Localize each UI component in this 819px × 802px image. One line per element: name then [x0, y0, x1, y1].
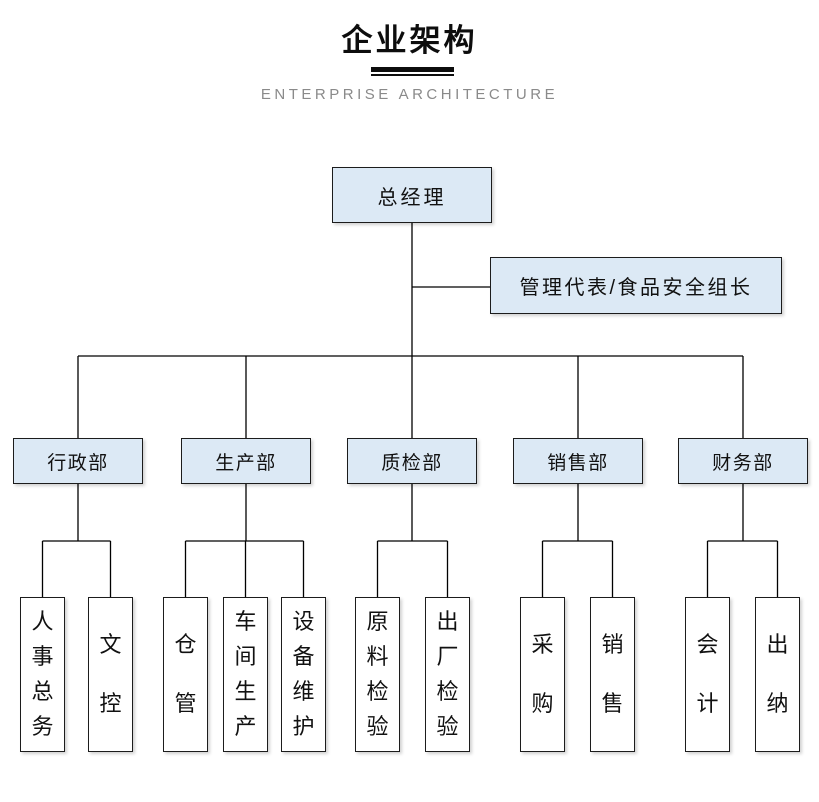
node-equipment-maintenance: 设备维护 — [281, 597, 326, 752]
node-warehouse: 仓管 — [163, 597, 208, 752]
leaf-label: 出纳 — [766, 632, 789, 716]
node-production-dept: 生产部 — [181, 438, 311, 484]
leaf-label: 会计 — [696, 632, 719, 716]
node-sales: 销售 — [590, 597, 635, 752]
node-document-control: 文控 — [88, 597, 133, 752]
node-finance-dept: 财务部 — [678, 438, 808, 484]
node-quality-inspection-dept: 质检部 — [347, 438, 477, 484]
node-workshop-production: 车间生产 — [223, 597, 268, 752]
leaf-label: 出厂检验 — [436, 609, 459, 739]
node-raw-material-inspection: 原料检验 — [355, 597, 400, 752]
leaf-label: 设备维护 — [292, 609, 315, 739]
title-underline — [371, 67, 454, 76]
leaf-label: 车间生产 — [234, 609, 257, 739]
leaf-label: 仓管 — [174, 632, 197, 716]
node-sales-dept: 销售部 — [513, 438, 643, 484]
node-cashier: 出纳 — [755, 597, 800, 752]
node-outgoing-inspection: 出厂检验 — [425, 597, 470, 752]
leaf-label: 原料检验 — [366, 609, 389, 739]
underline-thick-bar — [371, 67, 454, 72]
node-procurement: 采购 — [520, 597, 565, 752]
node-management-representative: 管理代表/食品安全组长 — [490, 257, 782, 314]
leaf-label: 销售 — [601, 632, 624, 716]
page-subtitle: ENTERPRISE ARCHITECTURE — [260, 86, 559, 103]
node-admin-dept: 行政部 — [13, 438, 143, 484]
leaf-label: 人事总务 — [31, 609, 54, 739]
leaf-label: 采购 — [531, 632, 554, 716]
page-title: 企业架构 — [341, 23, 478, 58]
underline-thin-bar — [371, 74, 454, 76]
node-accounting: 会计 — [685, 597, 730, 752]
leaf-label: 文控 — [99, 632, 122, 716]
node-general-manager: 总经理 — [332, 167, 492, 223]
node-hr-general-affairs: 人事总务 — [20, 597, 65, 752]
